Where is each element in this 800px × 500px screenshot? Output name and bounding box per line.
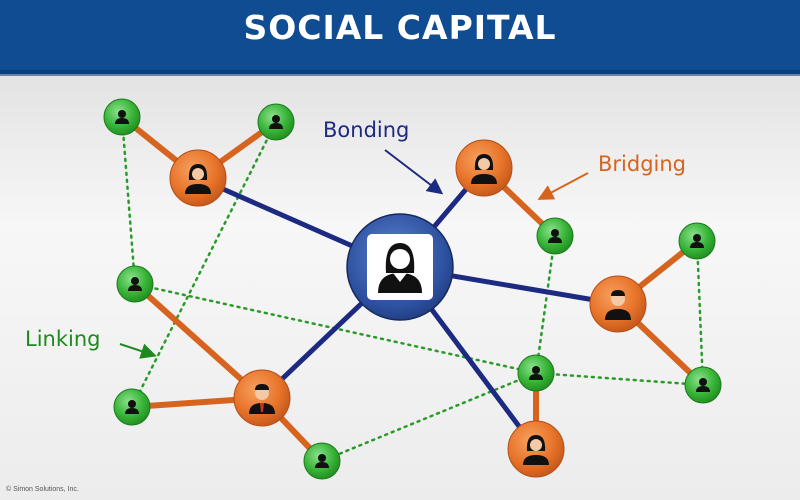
- center-node: [346, 213, 454, 321]
- title-banner: [0, 0, 800, 74]
- bridging-arrow: [537, 172, 589, 200]
- linking-edge: [534, 371, 705, 387]
- linking-edge: [130, 120, 278, 409]
- green-node: [113, 388, 151, 426]
- title-banner-shadow: [0, 70, 800, 76]
- linking-arrow: [119, 343, 157, 359]
- green-node: [116, 265, 154, 303]
- linking-edge: [120, 115, 137, 286]
- orange-node: [233, 369, 291, 427]
- green-node: [103, 98, 141, 136]
- green-node: [536, 217, 574, 255]
- linking-edge: [695, 239, 705, 387]
- copyright-notice: © Simon Solutions, Inc.: [6, 486, 79, 493]
- green-node: [678, 222, 716, 260]
- page-title: SOCIAL CAPITAL: [243, 8, 557, 47]
- linking-edge: [534, 234, 557, 375]
- orange-node: [169, 149, 227, 207]
- bonding-label: Bonding: [323, 118, 410, 142]
- woman-icon: [185, 164, 211, 194]
- green-node: [257, 103, 295, 141]
- woman-icon: [471, 154, 497, 184]
- orange-node: [589, 275, 647, 333]
- man-icon: [249, 384, 275, 414]
- green-node: [684, 366, 722, 404]
- woman-icon: [523, 435, 549, 465]
- green-node: [303, 442, 341, 480]
- orange-node: [507, 420, 565, 478]
- green-node: [517, 354, 555, 392]
- orange-node: [455, 139, 513, 197]
- bonding-arrow: [384, 149, 444, 195]
- man-icon: [605, 290, 631, 320]
- linking-label: Linking: [25, 327, 101, 351]
- woman-icon: [378, 243, 422, 293]
- bridging-label: Bridging: [598, 152, 687, 176]
